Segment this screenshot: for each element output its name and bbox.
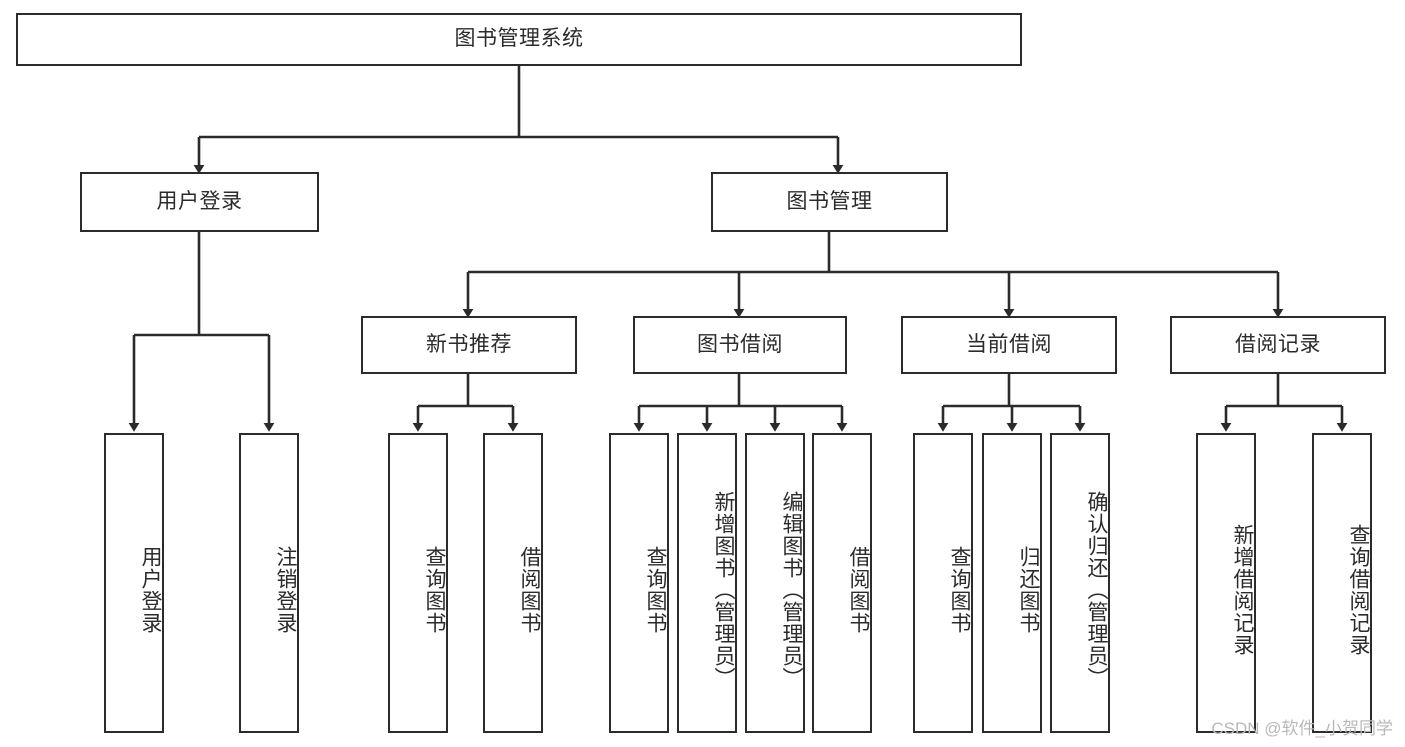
node-current-borrow[interactable]: 当前借阅: [901, 316, 1117, 374]
node-leaf-query-book-1[interactable]: 查询图书: [388, 433, 448, 733]
node-leaf-logout[interactable]: 注销登录: [239, 433, 299, 733]
node-leaf-query-record[interactable]: 查询借阅记录: [1312, 433, 1372, 733]
node-leaf-query-book-3[interactable]: 查询图书: [913, 433, 973, 733]
node-user-login[interactable]: 用户登录: [80, 172, 319, 232]
node-leaf-user-login-label: 用户登录: [139, 546, 162, 634]
node-leaf-confirm-return[interactable]: 确认归还（管理员）: [1050, 433, 1110, 733]
node-book-management-label: 图书管理: [786, 189, 873, 213]
node-user-login-label: 用户登录: [156, 189, 243, 213]
node-current-borrow-label: 当前借阅: [966, 332, 1052, 356]
node-leaf-return-book[interactable]: 归还图书: [982, 433, 1042, 733]
node-leaf-return-book-label: 归还图书: [1017, 546, 1040, 634]
node-borrow-record-label: 借阅记录: [1235, 332, 1321, 356]
node-borrow-record[interactable]: 借阅记录: [1170, 316, 1386, 374]
node-leaf-add-book-label: 新增图书（管理员）: [712, 491, 735, 689]
node-root[interactable]: 图书管理系统: [16, 13, 1022, 66]
node-leaf-borrow-book-2[interactable]: 借阅图书: [812, 433, 872, 733]
node-leaf-borrow-book-1-label: 借阅图书: [518, 546, 541, 634]
node-new-book-recommend[interactable]: 新书推荐: [361, 316, 577, 374]
node-leaf-logout-label: 注销登录: [274, 546, 297, 634]
node-leaf-add-record-label: 新增借阅记录: [1231, 524, 1254, 656]
node-leaf-borrow-book-1[interactable]: 借阅图书: [483, 433, 543, 733]
node-book-borrow[interactable]: 图书借阅: [633, 316, 847, 374]
node-leaf-edit-book[interactable]: 编辑图书（管理员）: [745, 433, 805, 733]
node-leaf-query-book-2-label: 查询图书: [644, 546, 667, 634]
node-leaf-borrow-book-2-label: 借阅图书: [847, 546, 870, 634]
node-leaf-query-record-label: 查询借阅记录: [1347, 524, 1370, 656]
node-leaf-user-login[interactable]: 用户登录: [104, 433, 164, 733]
node-leaf-query-book-3-label: 查询图书: [948, 546, 971, 634]
node-leaf-add-record[interactable]: 新增借阅记录: [1196, 433, 1256, 733]
node-leaf-confirm-return-label: 确认归还（管理员）: [1085, 491, 1108, 689]
node-book-borrow-label: 图书借阅: [697, 332, 783, 356]
node-leaf-query-book-2[interactable]: 查询图书: [609, 433, 669, 733]
node-leaf-edit-book-label: 编辑图书（管理员）: [780, 491, 803, 689]
node-root-label: 图书管理系统: [454, 27, 584, 51]
node-new-book-recommend-label: 新书推荐: [426, 332, 512, 356]
node-book-management[interactable]: 图书管理: [711, 172, 948, 232]
node-leaf-add-book[interactable]: 新增图书（管理员）: [677, 433, 737, 733]
node-leaf-query-book-1-label: 查询图书: [423, 546, 446, 634]
